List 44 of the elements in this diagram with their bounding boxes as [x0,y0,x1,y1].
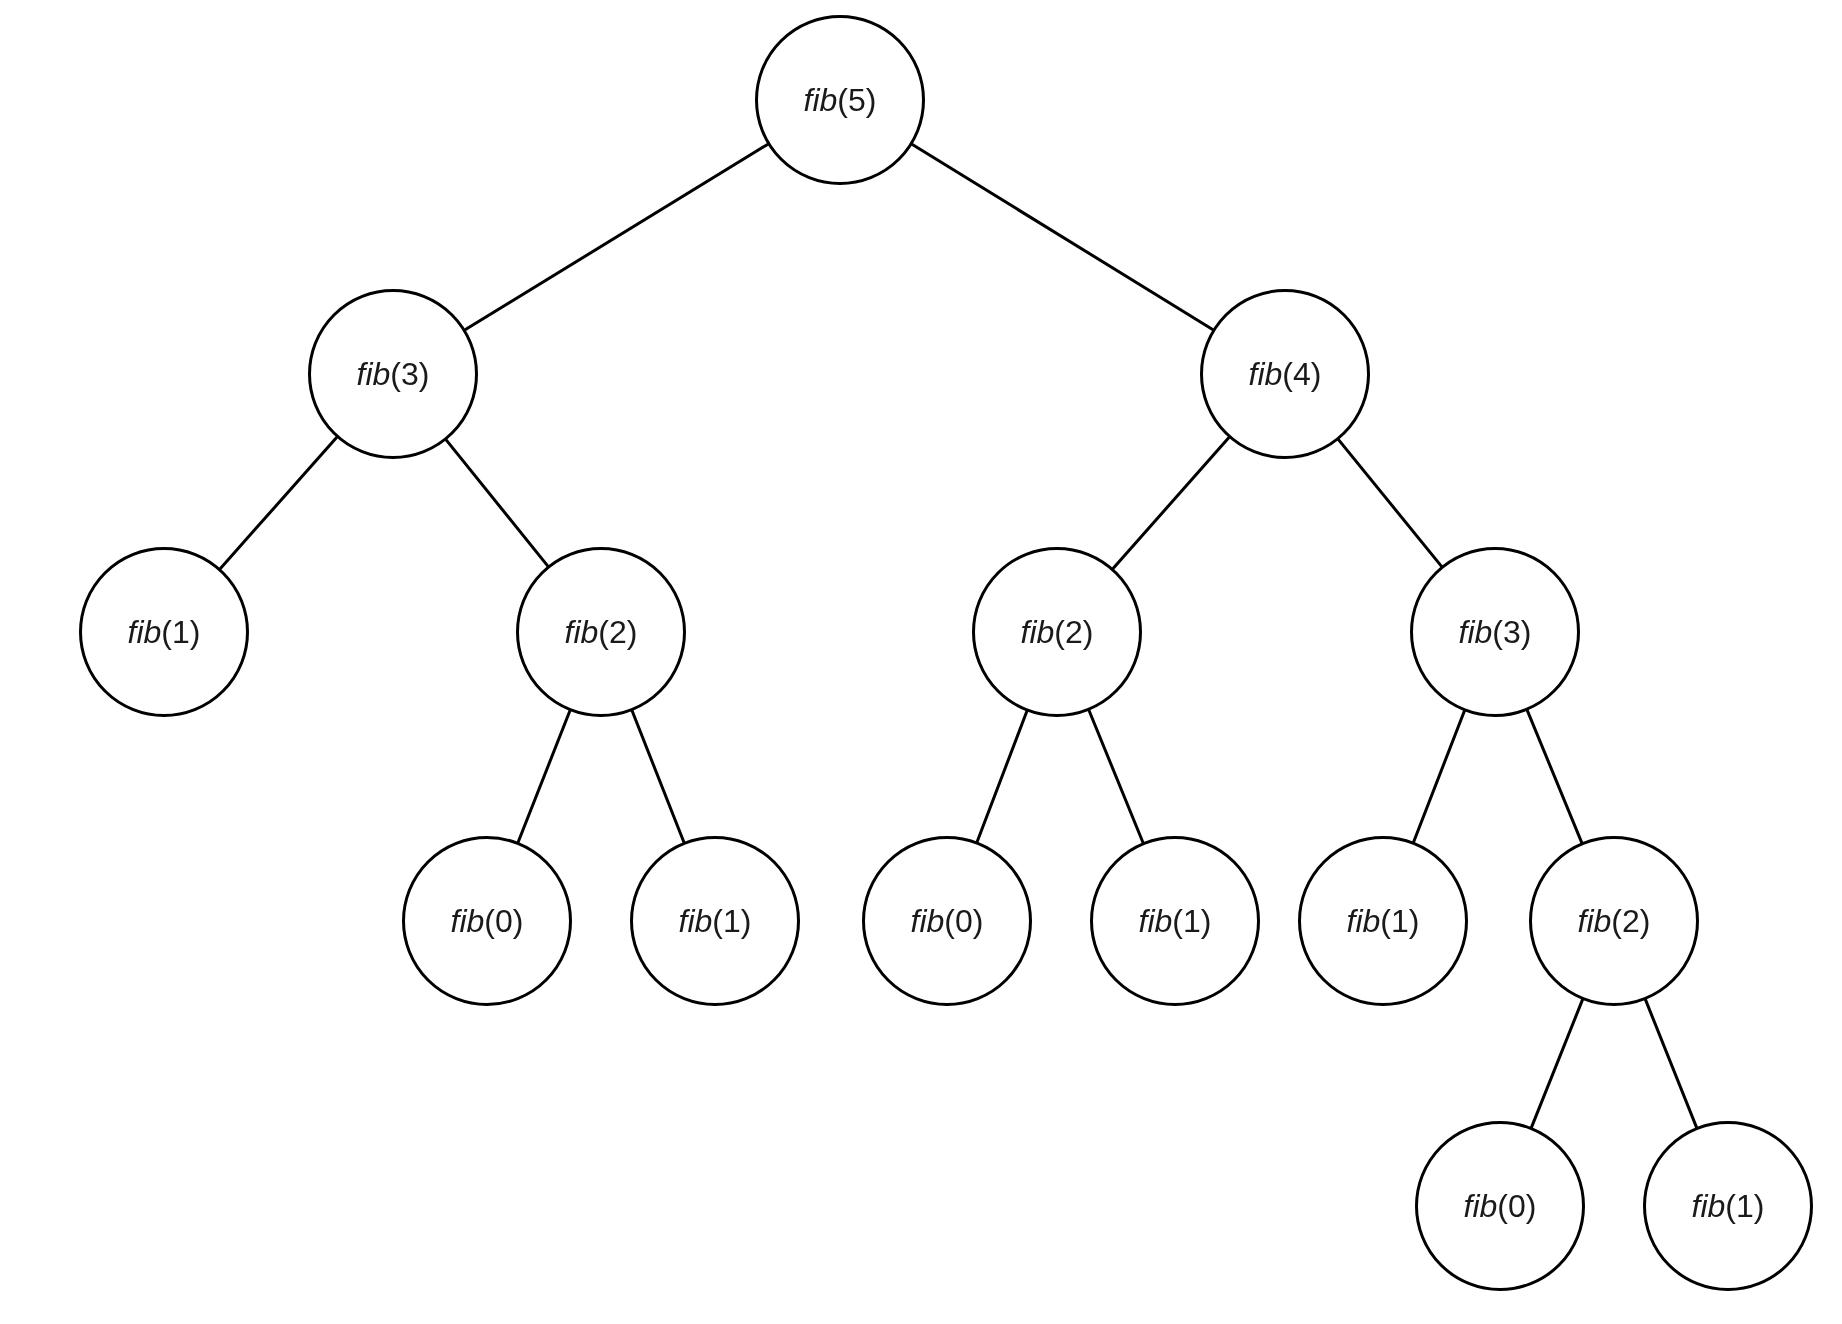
tree-edge [444,438,550,568]
tree-edge [463,142,770,332]
tree-edge [1111,436,1231,570]
tree-edge [910,143,1215,331]
tree-edge [516,709,572,844]
call-node [972,547,1142,717]
call-label: fib(1) [127,613,201,651]
call-node [1090,836,1260,1006]
call-label: fib(2) [564,613,638,651]
call-label: fib(4) [1248,355,1322,393]
tree-edge [1412,709,1466,844]
tree-edge [218,436,339,570]
call-label: fib(0) [1463,1187,1537,1225]
tree-edge [630,709,686,844]
call-label: fib(1) [678,902,752,940]
call-label: fib(2) [1020,613,1094,651]
call-node [1643,1121,1813,1291]
tree-edge [1087,709,1145,844]
tree-edge [975,709,1029,844]
call-node [516,547,686,717]
call-label: fib(1) [1138,902,1212,940]
call-node [79,547,249,717]
call-node [1529,836,1699,1006]
call-label: fib(0) [450,902,524,940]
call-node [1410,547,1580,717]
call-label: fib(1) [1691,1187,1765,1225]
call-label: fib(3) [356,355,430,393]
call-label: fib(5) [803,81,877,119]
call-label: fib(3) [1458,613,1532,651]
call-node [755,15,925,185]
call-label: fib(0) [910,902,984,940]
call-label: fib(2) [1577,902,1651,940]
call-node [1200,289,1370,459]
call-node [402,836,572,1006]
tree-edge [1525,709,1584,844]
tree-edge [1644,998,1698,1129]
call-node [1298,836,1468,1006]
call-node [630,836,800,1006]
call-node [1415,1121,1585,1291]
tree-edge [1337,438,1443,568]
call-node [308,289,478,459]
call-label: fib(1) [1346,902,1420,940]
tree-edge [1530,998,1584,1129]
call-node [862,836,1032,1006]
